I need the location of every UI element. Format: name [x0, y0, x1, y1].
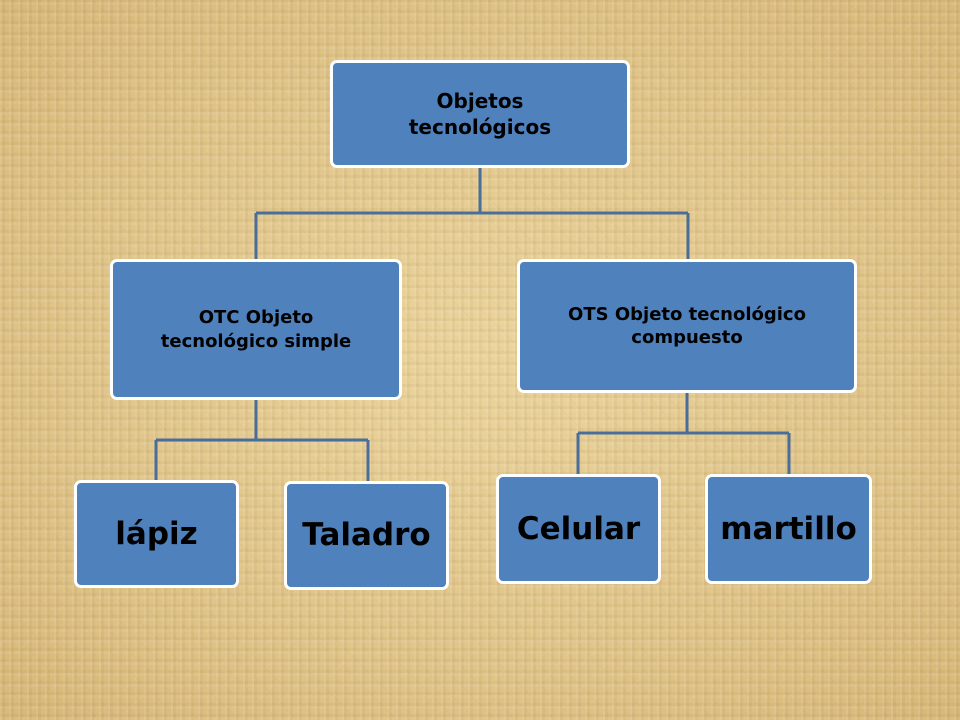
leaf-node-label: Celular [516, 510, 641, 547]
connector-otc-to-leaves [154, 400, 370, 483]
root-node-label: Objetos tecnológicos [408, 89, 552, 139]
leaf-node-label: lápiz [115, 515, 198, 552]
leaf-node-lapiz: lápiz [74, 480, 239, 588]
leaf-node-label: martillo [720, 510, 857, 547]
branch-node-otc: OTC Objeto tecnológico simple [110, 259, 402, 400]
branch-node-otc-label: OTC Objeto tecnológico simple [160, 307, 352, 352]
leaf-node-taladro: Taladro [284, 481, 449, 590]
leaf-node-celular: Celular [496, 474, 661, 584]
root-node-objetos-tecnologicos: Objetos tecnológicos [330, 60, 630, 168]
branch-node-ots: OTS Objeto tecnológico compuesto [517, 259, 857, 393]
connector-root-to-branches [254, 168, 690, 261]
leaf-node-label: Taladro [302, 517, 431, 554]
leaf-node-martillo: martillo [705, 474, 872, 584]
branch-node-ots-label: OTS Objeto tecnológico compuesto [568, 303, 806, 348]
connector-ots-to-leaves [576, 393, 791, 476]
